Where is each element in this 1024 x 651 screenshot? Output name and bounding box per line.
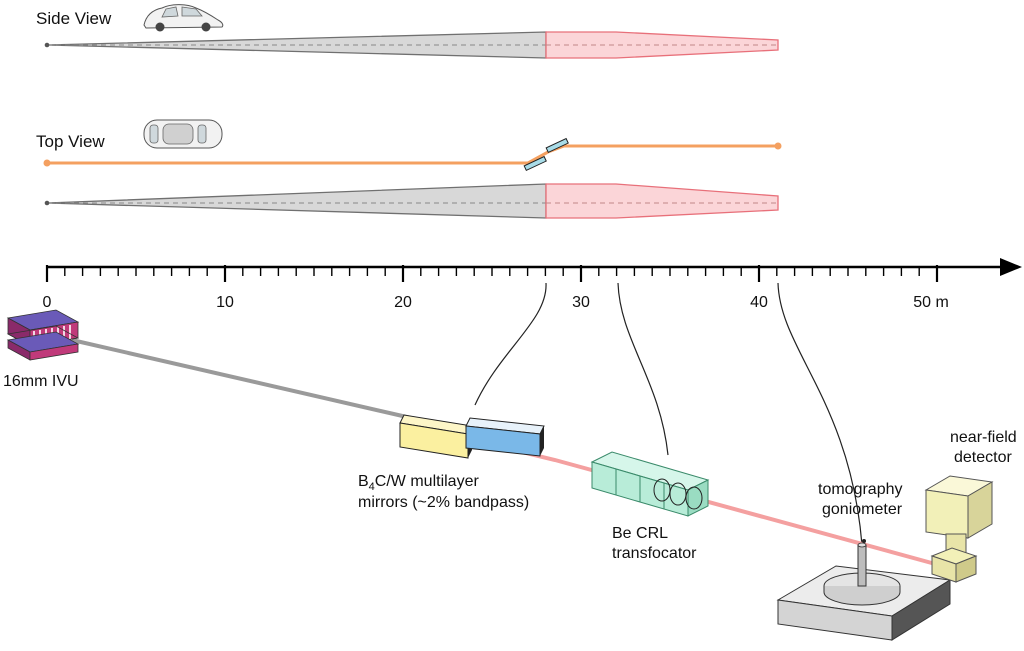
- marker-curve-mirrors: [474, 282, 547, 406]
- side-source-dot: [44, 42, 50, 48]
- top-mirror-2: [545, 137, 569, 154]
- top-mirror-1: [523, 155, 547, 172]
- top-view: Top View: [36, 119, 782, 219]
- side-view-label: Side View: [36, 9, 112, 28]
- scale-tick-label: 40: [750, 294, 768, 311]
- mirrors-label-line2: mirrors (~2% bandpass): [358, 494, 529, 511]
- goniometer-label-line1: tomography: [818, 481, 903, 498]
- crl-label-line2: transfocator: [612, 545, 697, 562]
- ivu-label: 16mm IVU: [3, 373, 79, 390]
- marker-curve-goniometer: [777, 282, 863, 546]
- scale-tick-label: 20: [394, 294, 412, 311]
- scale-tick-label: 0: [43, 294, 52, 311]
- car-top-icon: [143, 119, 223, 149]
- goniometer-label-line2: goniometer: [822, 501, 903, 518]
- crl-transfocator: [590, 451, 710, 517]
- scale-tick-label: 10: [216, 294, 234, 311]
- top-beam-path: [47, 144, 778, 165]
- multilayer-mirrors: [399, 414, 545, 459]
- scale-arrow-head: [1000, 258, 1022, 276]
- scale-tick-label: 50 m: [913, 294, 949, 311]
- tomography-goniometer: [776, 539, 952, 641]
- marker-curve-crl: [617, 282, 669, 456]
- side-pink-cone: [545, 31, 779, 59]
- top-pink-cone: [545, 183, 779, 219]
- mirrors-label-line1: B4C/W multilayer: [358, 473, 479, 493]
- top-view-label: Top View: [36, 132, 105, 151]
- marker-curves: [474, 282, 863, 546]
- crl-label-line1: Be CRL: [612, 525, 668, 542]
- scale-tick-label: 30: [572, 294, 590, 311]
- ivu-undulator: [6, 309, 80, 361]
- white-beam: [71, 338, 421, 422]
- top-gray-cone: [46, 183, 547, 219]
- detector-label-line2: detector: [954, 449, 1012, 466]
- side-view: Side View: [36, 4, 779, 59]
- detector-label-line1: near-field: [950, 429, 1017, 446]
- car-side-icon: [143, 4, 224, 32]
- near-field-detector: [924, 475, 994, 583]
- distance-scale: 0 10 20 30 40 50 m: [43, 258, 1022, 311]
